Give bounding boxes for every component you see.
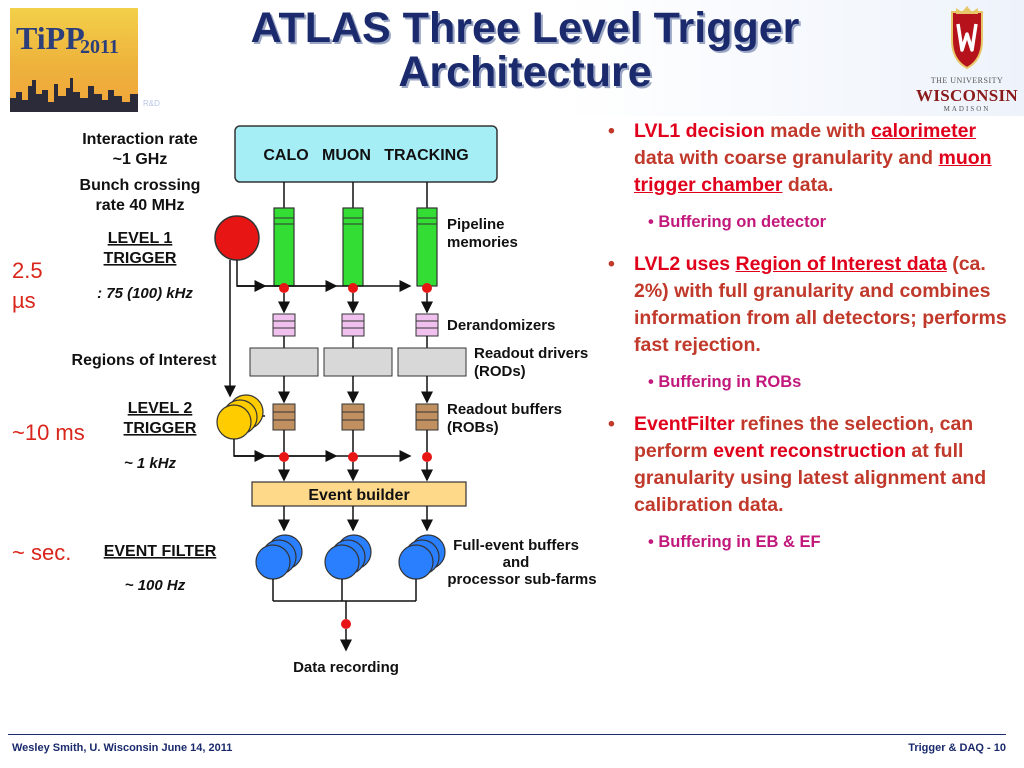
label-data-recording: Data recording bbox=[293, 659, 399, 676]
bullet-text: LVL1 decision bbox=[634, 120, 765, 142]
slide-title-line1: ATLAS Three Level Trigger bbox=[250, 4, 800, 52]
timing-level1-unit: µs bbox=[12, 288, 36, 313]
label-event-filter: EVENT FILTER bbox=[104, 543, 217, 560]
pipeline-memory-3 bbox=[416, 207, 438, 287]
bullet-item: • EventFilter refines the selection, can … bbox=[606, 411, 1016, 519]
label-processor-farms: processor sub-farms bbox=[447, 571, 596, 588]
city-skyline-icon bbox=[10, 78, 138, 112]
footer-author: Wesley Smith, U. Wisconsin June 14, 2011 bbox=[12, 742, 233, 754]
label-bunch-crossing: Bunch crossing bbox=[80, 177, 201, 194]
label-level1-trigger: TRIGGER bbox=[104, 250, 177, 267]
label-regions-of-interest: Regions of Interest bbox=[72, 352, 218, 369]
rob-2 bbox=[341, 403, 365, 431]
bullet-subitem: • Buffering in EB & EF bbox=[648, 533, 821, 551]
bullet-text: calorimeter bbox=[870, 120, 977, 142]
timing-level1: 2.5 bbox=[12, 258, 43, 283]
label-full-event: Full-event buffers bbox=[453, 537, 579, 554]
pipeline-memory-1 bbox=[273, 207, 295, 287]
footer-divider bbox=[8, 734, 1006, 735]
bullet-dot-icon: • bbox=[608, 253, 615, 275]
bullet-text: Region of Interest data bbox=[735, 253, 947, 275]
rod-1 bbox=[249, 347, 319, 377]
uw-logo-line1: THE UNIVERSITY bbox=[930, 76, 1004, 85]
label-bunch-crossing-rate: rate 40 MHz bbox=[96, 197, 185, 214]
level2-trigger-node bbox=[216, 394, 264, 440]
bullet-text: event reconstruction bbox=[713, 440, 906, 462]
bullet-text: (ca. 2%) with full granularity and combi… bbox=[634, 253, 1007, 356]
label-level1: LEVEL 1 bbox=[108, 230, 173, 247]
bullet-text: EventFilter bbox=[634, 413, 735, 435]
event-builder-label: Event builder bbox=[308, 487, 409, 504]
slide-title-line2: Architecture bbox=[398, 48, 652, 96]
label-robs-abbrev: (ROBs) bbox=[447, 419, 499, 436]
label-pipeline-memories: memories bbox=[447, 234, 518, 251]
rod-2 bbox=[323, 347, 393, 377]
label-level1-rate: : 75 (100) kHz bbox=[97, 285, 193, 302]
slide-title: ATLAS Three Level Trigger Architecture bbox=[140, 6, 910, 94]
derandomizer-3 bbox=[415, 313, 439, 337]
ef-farm-2 bbox=[324, 534, 372, 580]
bullet-dot-icon: • bbox=[608, 120, 615, 142]
detector-box bbox=[234, 125, 498, 183]
uw-logo-line3: MADISON bbox=[943, 105, 991, 113]
bullet-item: • LVL1 decision made with calorimeter dat… bbox=[606, 118, 1016, 199]
label-derandomizers: Derandomizers bbox=[447, 317, 555, 334]
bullet-text: at full granularity using latest alignme… bbox=[634, 440, 987, 516]
bullet-subitem: • Buffering on detector bbox=[648, 213, 827, 231]
uw-logo-line2: WISCONSIN bbox=[916, 86, 1018, 105]
detector-box-label: CALO MUON TRACKING bbox=[263, 147, 468, 164]
rob-3 bbox=[415, 403, 439, 431]
bullet-subitem: • Buffering in ROBs bbox=[648, 373, 802, 391]
derandomizer-2 bbox=[341, 313, 365, 337]
tipp-logo-text: TiPP bbox=[16, 20, 85, 56]
label-interaction-rate: Interaction rate bbox=[82, 131, 198, 148]
timing-level2: ~10 ms bbox=[12, 420, 85, 445]
label-rods: Readout drivers bbox=[474, 345, 588, 362]
event-builder-box bbox=[251, 481, 467, 507]
bullet-dot-icon: • bbox=[608, 413, 615, 435]
bullet-item: • LVL2 uses Region of Interest data (ca. … bbox=[606, 251, 1016, 359]
ef-farm-3 bbox=[398, 534, 446, 580]
bullet-text: data. bbox=[782, 174, 834, 196]
l1-accept-dots bbox=[279, 283, 432, 293]
tipp-logo: TiPP 2011 bbox=[10, 8, 138, 112]
label-level2: LEVEL 2 bbox=[128, 400, 193, 417]
label-ef-rate: ~ 100 Hz bbox=[125, 577, 186, 594]
label-pipeline: Pipeline bbox=[447, 216, 505, 233]
uw-crest-icon bbox=[951, 6, 983, 70]
recording-dot bbox=[341, 619, 351, 629]
label-robs: Readout buffers bbox=[447, 401, 562, 418]
l2-accept-dots bbox=[279, 430, 432, 462]
level1-trigger-node bbox=[214, 215, 260, 261]
label-rods-abbrev: (RODs) bbox=[474, 363, 526, 380]
timing-event-filter: ~ sec. bbox=[12, 540, 72, 565]
label-level2-trigger: TRIGGER bbox=[124, 420, 197, 437]
rod-3 bbox=[397, 347, 467, 377]
trigger-architecture-diagram: Interaction rate ~1 GHz Bunch crossing r… bbox=[72, 125, 597, 676]
label-full-event-and: and bbox=[503, 554, 530, 571]
uw-logo: THE UNIVERSITY WISCONSIN MADISON bbox=[912, 6, 1022, 114]
bullet-text: made with bbox=[764, 120, 871, 142]
footer-page: Trigger & DAQ - 10 bbox=[908, 742, 1006, 754]
bullet-text: LVL2 uses bbox=[634, 253, 736, 275]
derandomizer-1 bbox=[272, 313, 296, 337]
bullet-text: data with coarse granularity and bbox=[634, 147, 939, 169]
ef-farm-1 bbox=[255, 534, 303, 580]
bullet-text: muon trigger chamber bbox=[634, 147, 992, 196]
bullet-list: • LVL1 decision made with calorimeter dat… bbox=[606, 118, 1016, 571]
label-level2-rate: ~ 1 kHz bbox=[124, 455, 177, 472]
tipp-subtext: R&D bbox=[143, 99, 160, 108]
tipp-logo-year: 2011 bbox=[80, 36, 119, 58]
rob-1 bbox=[272, 403, 296, 431]
pipeline-memory-2 bbox=[342, 207, 364, 287]
label-interaction-rate-value: ~1 GHz bbox=[113, 151, 168, 168]
slide-header: TiPP 2011 R&D ATLAS Three Level Trigger … bbox=[0, 0, 1024, 116]
bullet-text: refines the selection, can perform bbox=[634, 413, 974, 462]
